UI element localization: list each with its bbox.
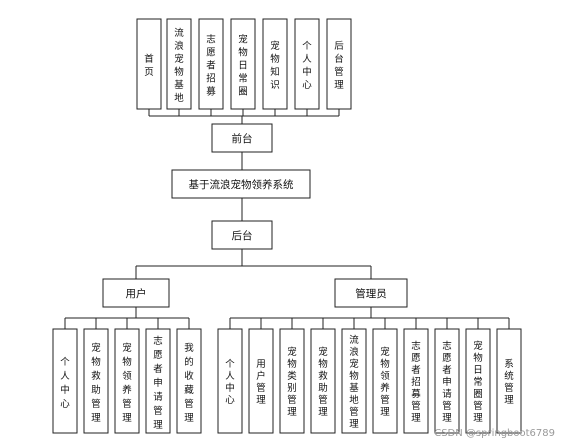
module-label: 流浪宠物基地 <box>174 27 184 104</box>
module-label: 宠物类别管理 <box>287 346 297 418</box>
module-box: 志愿者申请管理 <box>145 328 171 434</box>
module-label: 我的收藏管理 <box>184 343 194 424</box>
module-label: 流浪宠物基地管理 <box>349 334 359 430</box>
role-admin-node: 管理员 <box>334 278 408 308</box>
module-box: 个人中心 <box>217 328 243 434</box>
module-box: 流浪宠物基地管理 <box>341 328 367 434</box>
root-node: 基于流浪宠物领养系统 <box>171 169 311 199</box>
module-box: 宠物救助管理 <box>310 328 336 434</box>
module-label: 宠物知识 <box>270 40 280 91</box>
module-label: 首页 <box>144 53 154 78</box>
module-box: 宠物领养管理 <box>114 328 140 434</box>
module-label: 后台管理 <box>334 41 344 91</box>
module-box: 宠物日常圈 <box>230 18 256 110</box>
module-box: 个人中心 <box>52 328 78 434</box>
module-label: 个人中心 <box>302 41 312 91</box>
root-label: 基于流浪宠物领养系统 <box>189 178 294 191</box>
module-label: 志愿者申请管理 <box>153 335 163 431</box>
backend-node: 后台 <box>211 220 273 250</box>
connector-lines <box>64 109 510 329</box>
module-box: 个人中心 <box>294 18 320 110</box>
module-box: 首页 <box>136 18 162 110</box>
admin-module-row: 个人中心 用户管理 宠物类别管理 宠物救助管理 流浪宠物基地管理 宠物领养管理 志愿者招募管… <box>217 328 522 434</box>
frontend-module-row: 首页 流浪宠物基地 志愿者招募 宠物日常圈 宠物知识 个人中心 后台管理 <box>136 18 352 110</box>
module-box: 用户管理 <box>248 328 274 434</box>
module-label: 志愿者招募管理 <box>411 340 421 424</box>
module-label: 宠物救助管理 <box>91 342 101 424</box>
module-box: 我的收藏管理 <box>176 328 202 434</box>
module-box: 宠物救助管理 <box>83 328 109 434</box>
frontend-label: 前台 <box>232 132 253 145</box>
module-label: 宠物领养管理 <box>380 346 390 418</box>
role-user-node: 用户 <box>102 278 170 308</box>
module-box: 宠物知识 <box>262 18 288 110</box>
module-label: 宠物日常圈管理 <box>473 340 483 424</box>
module-label: 个人中心 <box>225 359 235 406</box>
module-box: 志愿者招募管理 <box>403 328 429 434</box>
module-box: 宠物日常圈管理 <box>465 328 491 434</box>
module-box: 志愿者申请管理 <box>434 328 460 434</box>
module-box: 系统管理 <box>496 328 522 434</box>
module-label: 宠物领养管理 <box>122 342 132 424</box>
frontend-node: 前台 <box>211 123 273 153</box>
backend-label: 后台 <box>232 229 253 242</box>
module-label: 志愿者招募 <box>206 34 216 98</box>
module-box: 后台管理 <box>326 18 352 110</box>
module-box: 宠物领养管理 <box>372 328 398 434</box>
module-box: 志愿者招募 <box>198 18 224 110</box>
module-label: 志愿者申请管理 <box>442 340 452 424</box>
module-box: 宠物类别管理 <box>279 328 305 434</box>
module-label: 用户管理 <box>256 359 266 406</box>
module-box: 流浪宠物基地 <box>166 18 192 110</box>
role-admin-label: 管理员 <box>355 287 387 300</box>
user-module-row: 个人中心 宠物救助管理 宠物领养管理 志愿者申请管理 我的收藏管理 <box>52 328 202 434</box>
module-label: 系统管理 <box>504 359 514 406</box>
module-label: 宠物救助管理 <box>318 346 328 418</box>
module-label: 个人中心 <box>60 357 70 410</box>
watermark-text: CSDN @springboot6789 <box>434 428 555 439</box>
role-user-label: 用户 <box>126 287 147 300</box>
module-label: 宠物日常圈 <box>238 34 248 98</box>
